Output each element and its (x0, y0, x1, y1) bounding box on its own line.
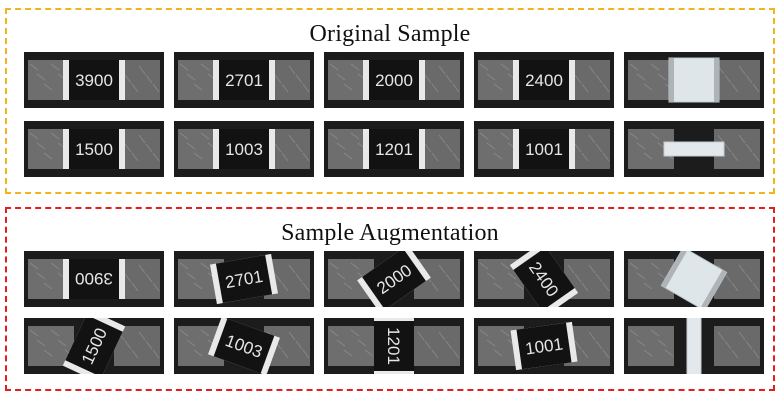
resistor-image-tile: 1201 (324, 121, 464, 177)
resistor-image-tile: 2400 (474, 251, 614, 307)
resistor-code-label: 1001 (525, 140, 563, 159)
resistor-code-label: 2400 (525, 71, 563, 90)
resistor-code-label: 1003 (225, 140, 263, 159)
resistor-image-tile (624, 251, 764, 307)
resistor-code-label: 2701 (225, 71, 263, 90)
resistor-image-tile: 1500 (24, 318, 164, 374)
resistor-image-tile: 1500 (24, 121, 164, 177)
resistor-image-tile: 1201 (324, 318, 464, 374)
resistor-image-tile: 1001 (474, 318, 614, 374)
resistor-image-tile: 1001 (474, 121, 614, 177)
resistor-image-tile: 3900 (24, 52, 164, 108)
original-sample-title: Original Sample (309, 21, 471, 47)
resistor-code-label: 3900 (75, 71, 113, 90)
resistor-image-tile: 3900 (24, 251, 164, 307)
resistor-image-tile: 2701 (174, 52, 314, 108)
sample-augmentation-panel: Sample Augmentation (5, 207, 775, 391)
resistor-image-tile (624, 318, 764, 374)
resistor-code-label: 1201 (375, 140, 413, 159)
resistor-image-tile: 2400 (474, 52, 614, 108)
resistor-code-label: 1201 (384, 327, 403, 365)
resistor-code-label: 3900 (75, 269, 113, 288)
resistor-image-tile: 2701 (174, 251, 314, 307)
resistor-image-tile (624, 52, 764, 108)
original-sample-panel: Original Sample (5, 8, 775, 194)
resistor-image-tile: 2000 (324, 52, 464, 108)
resistor-image-tile: 2000 (324, 251, 464, 307)
resistor-image-tile: 1003 (174, 318, 314, 374)
resistor-code-label: 2000 (375, 71, 413, 90)
resistor-image-tile (624, 121, 764, 177)
resistor-image-tile: 1003 (174, 121, 314, 177)
resistor-code-label: 1500 (75, 140, 113, 159)
sample-augmentation-title: Sample Augmentation (281, 220, 499, 246)
